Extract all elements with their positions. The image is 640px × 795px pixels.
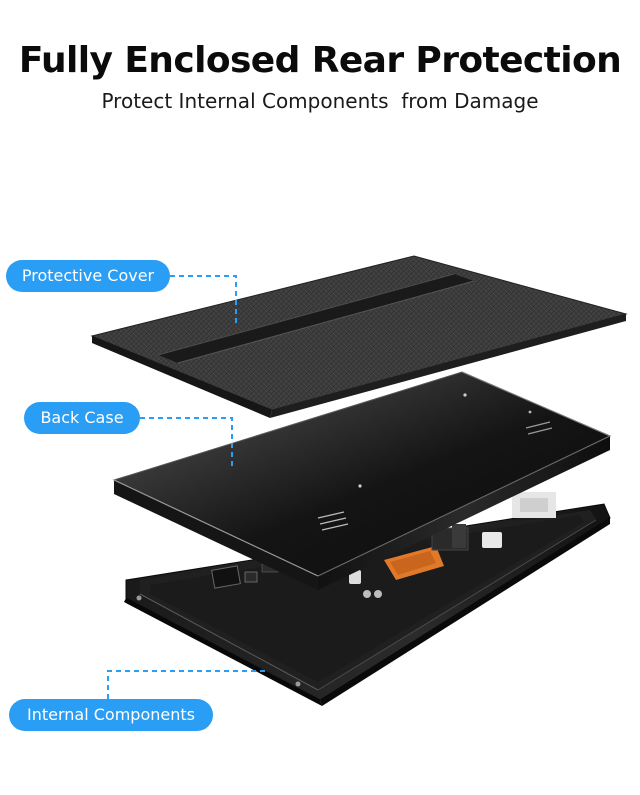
internal-components-callout: Internal Components	[9, 699, 213, 731]
page-subtitle: Protect Internal Components from Damage	[101, 89, 539, 113]
internal-components-leader	[107, 670, 268, 699]
internal-components-layer	[124, 492, 611, 706]
protective-cover-layer	[90, 255, 628, 418]
callout-leaders	[107, 275, 268, 699]
page-title: Fully Enclosed Rear Protection	[18, 40, 622, 81]
back-case-callout: Back Case	[24, 402, 140, 434]
back-case-layer	[112, 371, 612, 590]
protective-cover-callout: Protective Cover	[6, 260, 170, 292]
protective-cover-leader	[170, 275, 237, 326]
back-case-leader	[140, 417, 233, 466]
